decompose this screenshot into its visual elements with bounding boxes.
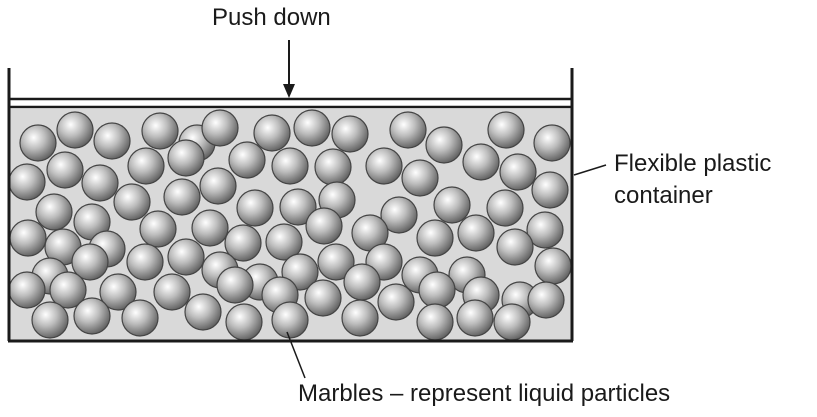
marble-icon [8, 271, 46, 309]
marble-icon [224, 224, 262, 262]
marble-icon [487, 111, 525, 149]
marble-icon [9, 219, 47, 257]
marble-icon [462, 143, 500, 181]
marble-icon [416, 219, 454, 257]
marble-icon [493, 303, 531, 341]
marble-icon [531, 171, 569, 209]
marble-icon [163, 178, 201, 216]
container-leader-line [573, 164, 607, 176]
marble-icon [305, 207, 343, 245]
marble-icon [199, 167, 237, 205]
marble-icon [225, 303, 263, 341]
marble-icon [167, 139, 205, 177]
marble-icon [31, 301, 69, 339]
marble-icon [228, 141, 266, 179]
marble-icon [389, 111, 427, 149]
marble-icon [236, 189, 274, 227]
marble-icon [201, 109, 239, 147]
marble-icon [401, 159, 439, 197]
marble-icon [499, 153, 537, 191]
push-down-label: Push down [212, 4, 331, 31]
marble-icon [216, 266, 254, 304]
marble-icon [377, 283, 415, 321]
down-arrow-icon [283, 40, 295, 98]
marble-icon [418, 271, 456, 309]
marble-icon [496, 228, 534, 266]
marble-icon [456, 299, 494, 337]
marble-icon [365, 147, 403, 185]
container-label-line2: container [614, 182, 713, 209]
marble-icon [279, 188, 317, 226]
container-label-line1: Flexible plastic [614, 150, 772, 177]
marble-icon [35, 193, 73, 231]
marble-icon [126, 243, 164, 281]
marble-icon [191, 209, 229, 247]
marble-icon [153, 273, 191, 311]
marble-icon [99, 273, 137, 311]
marble-icon [113, 183, 151, 221]
marble-icon [46, 151, 84, 189]
marble-icon [317, 243, 355, 281]
marble-icon [341, 299, 379, 337]
marble-icon [271, 301, 309, 339]
marble-icon [265, 223, 303, 261]
marble-icon [139, 210, 177, 248]
marble-icon [527, 281, 565, 319]
marble-icon [314, 148, 352, 186]
marble-icon [343, 263, 381, 301]
marble-icon [19, 124, 57, 162]
marbles-group [8, 109, 572, 341]
marble-icon [49, 271, 87, 309]
marble-icon [167, 238, 205, 276]
marbles-leader-line [286, 331, 306, 379]
marble-icon [304, 279, 342, 317]
marble-icon [71, 243, 109, 281]
marble-icon [416, 303, 454, 341]
marble-icon [127, 147, 165, 185]
marble-icon [141, 112, 179, 150]
marble-icon [81, 164, 119, 202]
marble-icon [93, 122, 131, 160]
marble-icon [433, 186, 471, 224]
marble-icon [526, 211, 564, 249]
marble-icon [271, 147, 309, 185]
marble-icon [253, 114, 291, 152]
marble-icon [293, 109, 331, 147]
marble-icon [534, 247, 572, 285]
marble-icon [184, 293, 222, 331]
marble-icon [457, 214, 495, 252]
marble-icon [425, 126, 463, 164]
marble-icon [331, 115, 369, 153]
marbles-label: Marbles – represent liquid particles [298, 380, 671, 407]
marble-icon [380, 196, 418, 234]
marble-icon [533, 124, 571, 162]
lid [10, 97, 571, 109]
marble-icon [8, 163, 46, 201]
marble-icon [73, 297, 111, 335]
marble-icon [56, 111, 94, 149]
marble-icon [121, 299, 159, 337]
marble-icon [486, 189, 524, 227]
